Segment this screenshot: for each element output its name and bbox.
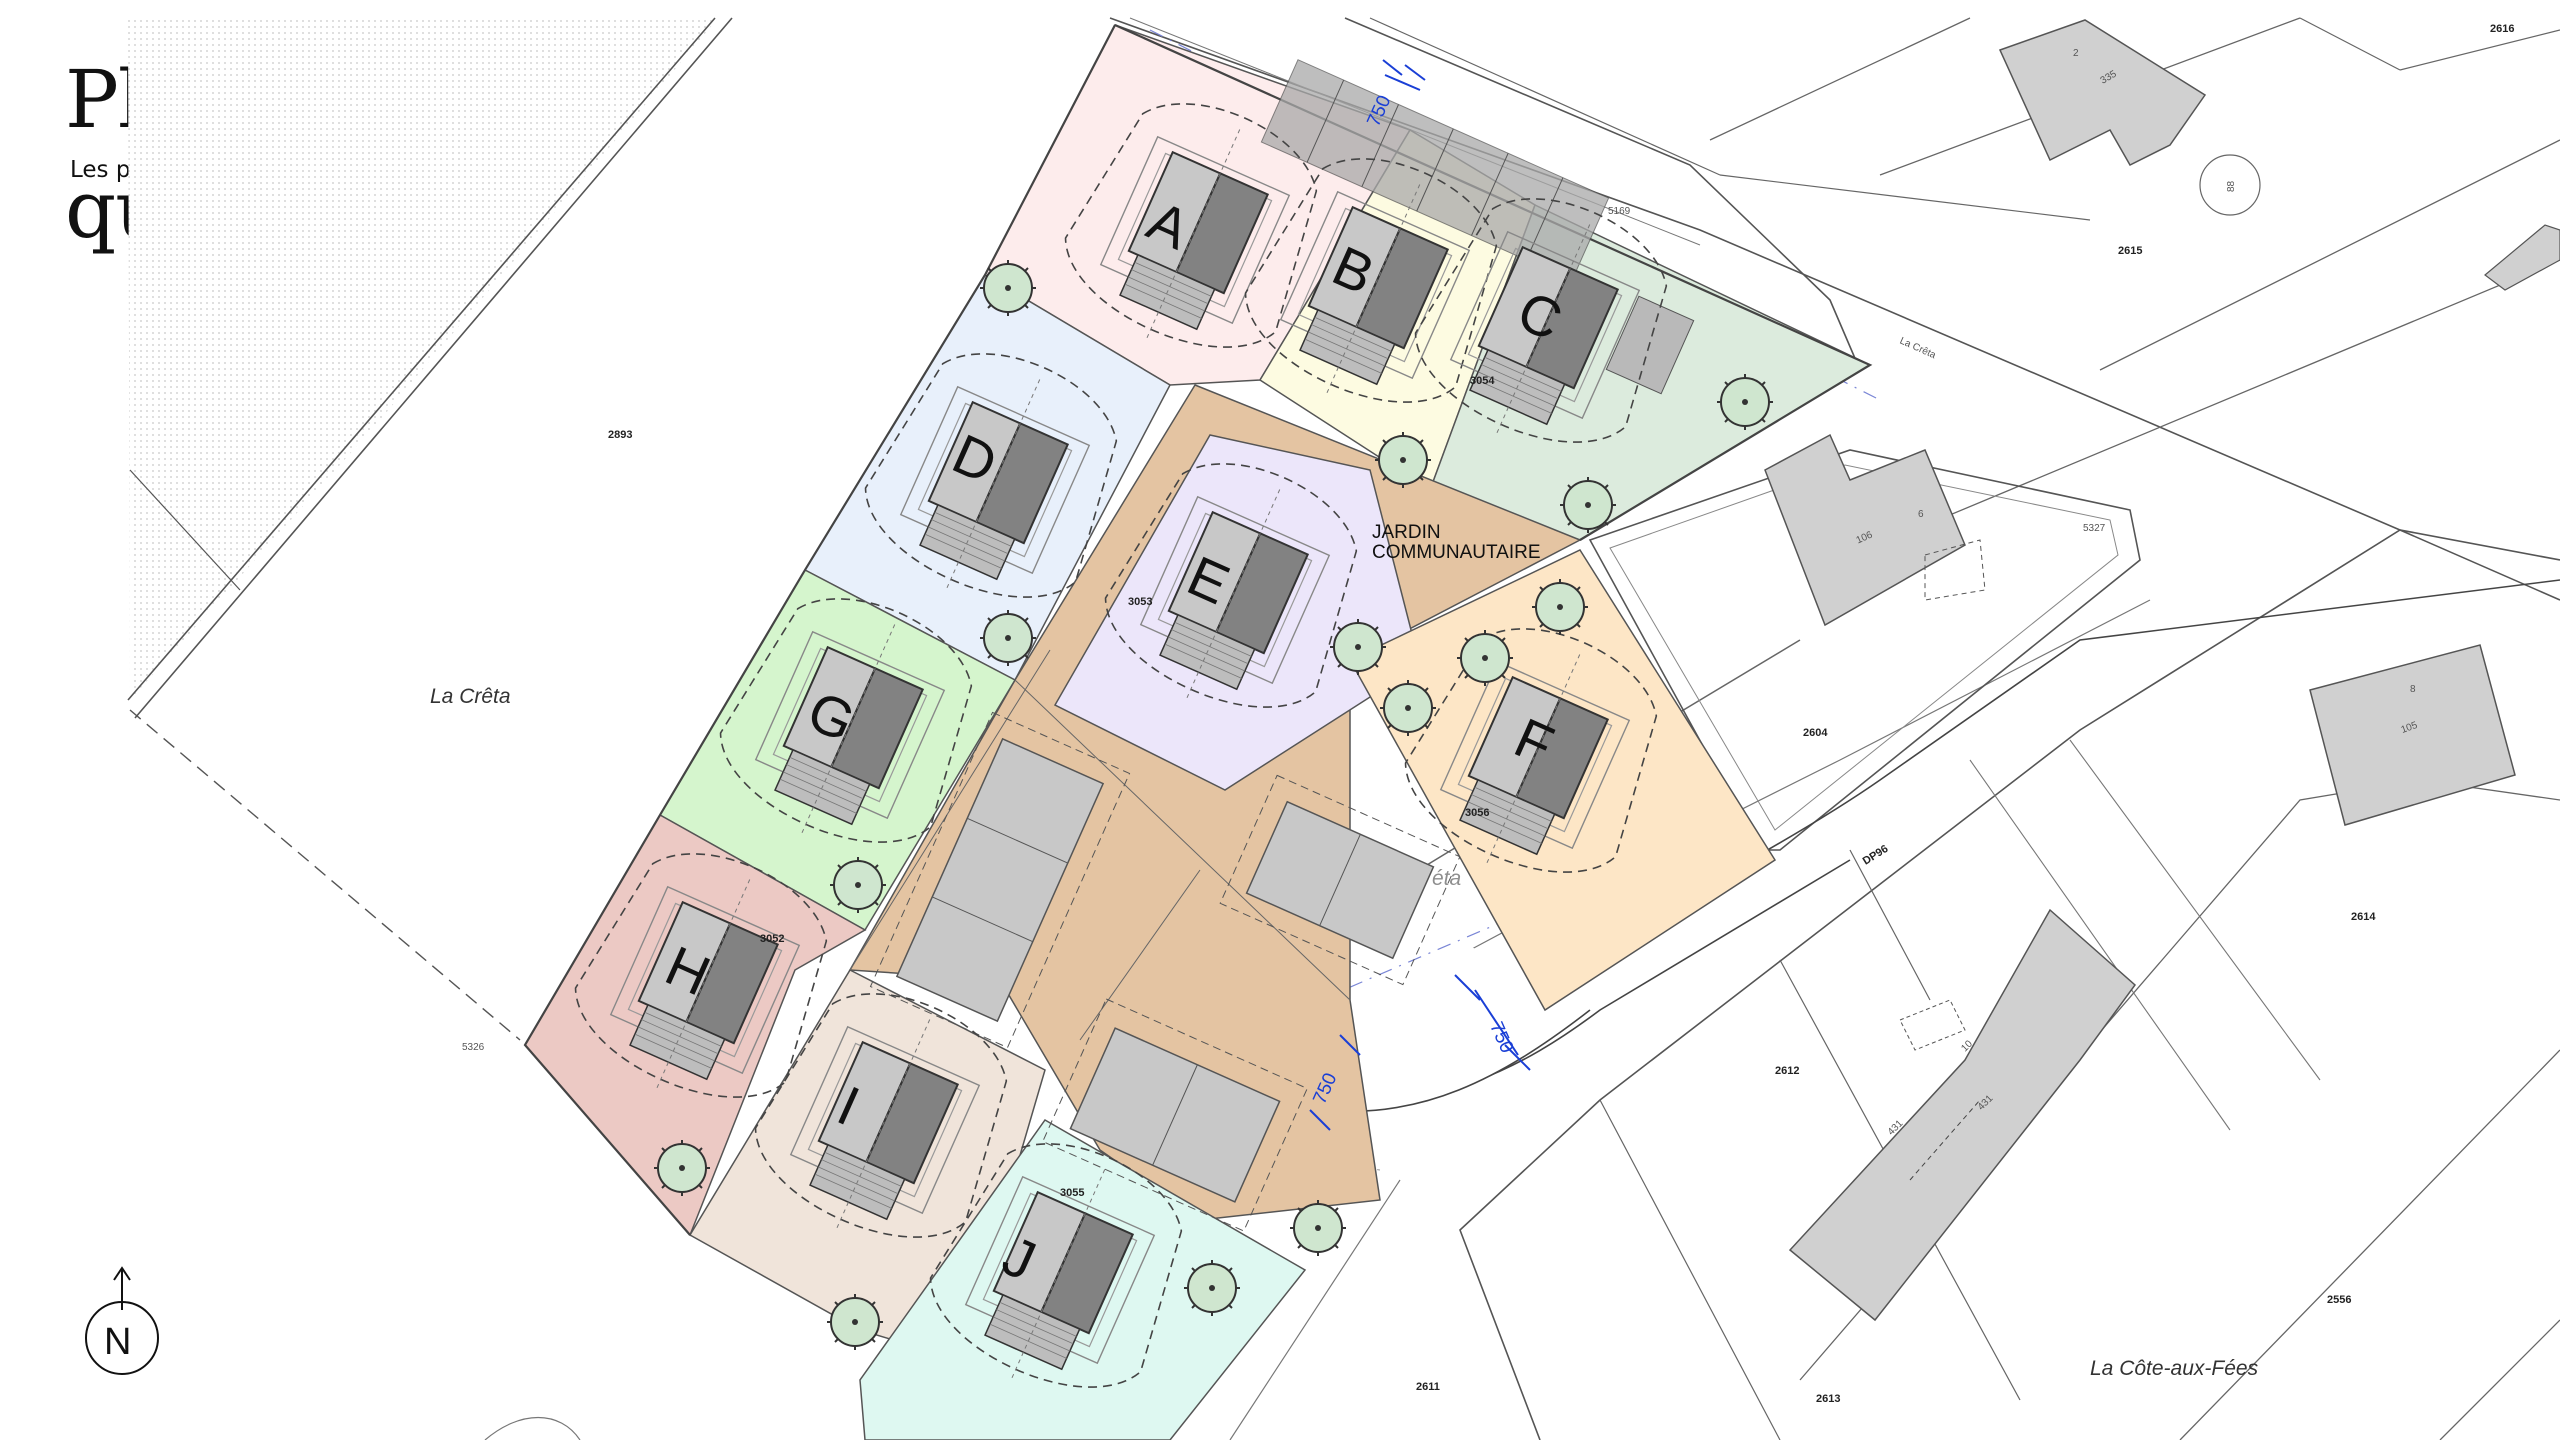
north-label: N (104, 1321, 131, 1363)
parking-blocks (869, 59, 1695, 1232)
building-number-6: 6 (1918, 509, 1924, 520)
parcel-3055: 3055 (1060, 1187, 1084, 1199)
place-la-cote-aux-fees: La Côte-aux-Fées (2090, 1357, 2259, 1380)
building-105 (2309, 644, 2516, 826)
parcel-2615: 2615 (2118, 245, 2142, 257)
building-106 (1764, 433, 1966, 627)
parcel-5169: 5169 (1608, 206, 1631, 217)
building-number-2: 2 (2073, 48, 2079, 59)
building-2 (1998, 19, 2207, 166)
place-la-creta-faint: éta (1432, 867, 1461, 890)
building-number-8: 8 (2410, 684, 2416, 695)
parcel-3054: 3054 (1470, 375, 1495, 387)
building-number-88: 88 (2226, 180, 2237, 192)
tree-icon (1531, 578, 1589, 636)
parcel-2612: 2612 (1775, 1065, 1799, 1077)
tree-icon (1329, 618, 1387, 676)
parcel-2604: 2604 (1803, 727, 1828, 739)
tree-icon (1183, 1259, 1241, 1317)
parcel-2893: 2893 (608, 429, 632, 441)
tree-icon (829, 856, 887, 914)
place-la-creta-west: La Crêta (430, 685, 511, 708)
tree-icon (979, 609, 1037, 667)
parcel-2616: 2616 (2490, 23, 2514, 35)
building-431 (1788, 908, 2137, 1322)
tree-icon (1456, 629, 1514, 687)
parcel-2611: 2611 (1416, 1381, 1440, 1393)
parcel-3052: 3052 (760, 933, 784, 945)
tree-icon (1559, 476, 1617, 534)
tree-icon (653, 1139, 711, 1197)
parcel-2614: 2614 (2351, 911, 2376, 923)
tree-icon (1374, 431, 1432, 489)
parcel-3053: 3053 (1128, 596, 1152, 608)
tree-icon (826, 1293, 884, 1351)
communal-garden-label-line2: COMMUNAUTAIRE (1372, 542, 1541, 563)
place-la-creta-road: La Crêta (1898, 336, 1938, 362)
tree-icon (1379, 679, 1437, 737)
parcel-3056: 3056 (1465, 807, 1489, 819)
dimension-lines (1309, 59, 1531, 1131)
tree-icon (1716, 373, 1774, 431)
background-context (127, 17, 2560, 1440)
parcel-5326: 5326 (462, 1042, 485, 1053)
parcel-5327: 5327 (2083, 523, 2106, 534)
communal-garden-label-line1: JARDIN (1372, 522, 1441, 543)
parcel-dp96: DP96 (1861, 843, 1891, 868)
north-compass: N (85, 1266, 159, 1375)
parcel-2613: 2613 (1816, 1393, 1840, 1405)
tree-icon (979, 259, 1037, 317)
tree-icon (1289, 1199, 1347, 1257)
parcel-2556: 2556 (2327, 1294, 2351, 1306)
